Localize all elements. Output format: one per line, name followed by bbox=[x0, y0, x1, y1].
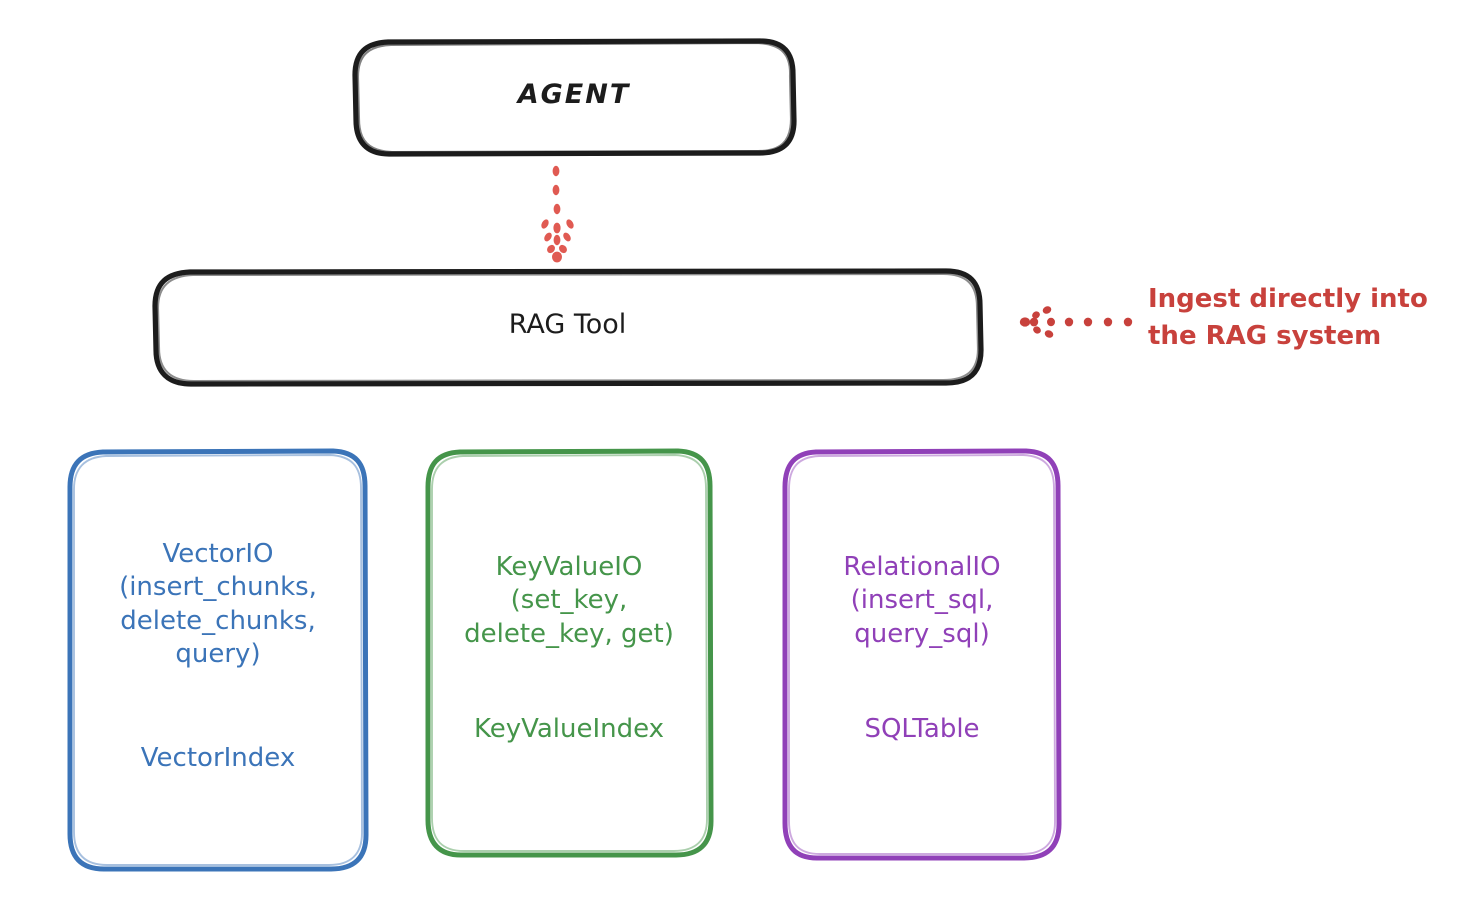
agent-to-rag-tool-arrow bbox=[541, 165, 574, 263]
rag-tool-label: RAG Tool bbox=[508, 309, 627, 340]
rag-tool-box[interactable] bbox=[152, 268, 984, 387]
agent-box[interactable] bbox=[352, 38, 797, 157]
relational-io-index: SQLTable bbox=[864, 714, 980, 744]
vector-io-index: VectorIndex bbox=[140, 743, 296, 773]
key-value-io-title: KeyValueIO (set_key, delete_key, get) bbox=[464, 552, 674, 649]
key-value-io-index: KeyValueIndex bbox=[473, 714, 665, 744]
ingest-arrow-icon bbox=[1019, 306, 1133, 338]
ingest-annotation-label: Ingest directly into the RAG system bbox=[1148, 284, 1428, 351]
vector-io-title: VectorIO (insert_chunks, delete_chunks, … bbox=[119, 539, 317, 669]
agent-label: AGENT bbox=[517, 79, 631, 110]
relational-io-title: RelationalIO (insert_sql, query_sql) bbox=[843, 552, 1001, 649]
vector-io-box[interactable] bbox=[67, 448, 369, 872]
key-value-io-box[interactable] bbox=[425, 448, 714, 858]
relational-io-box[interactable] bbox=[782, 448, 1062, 861]
